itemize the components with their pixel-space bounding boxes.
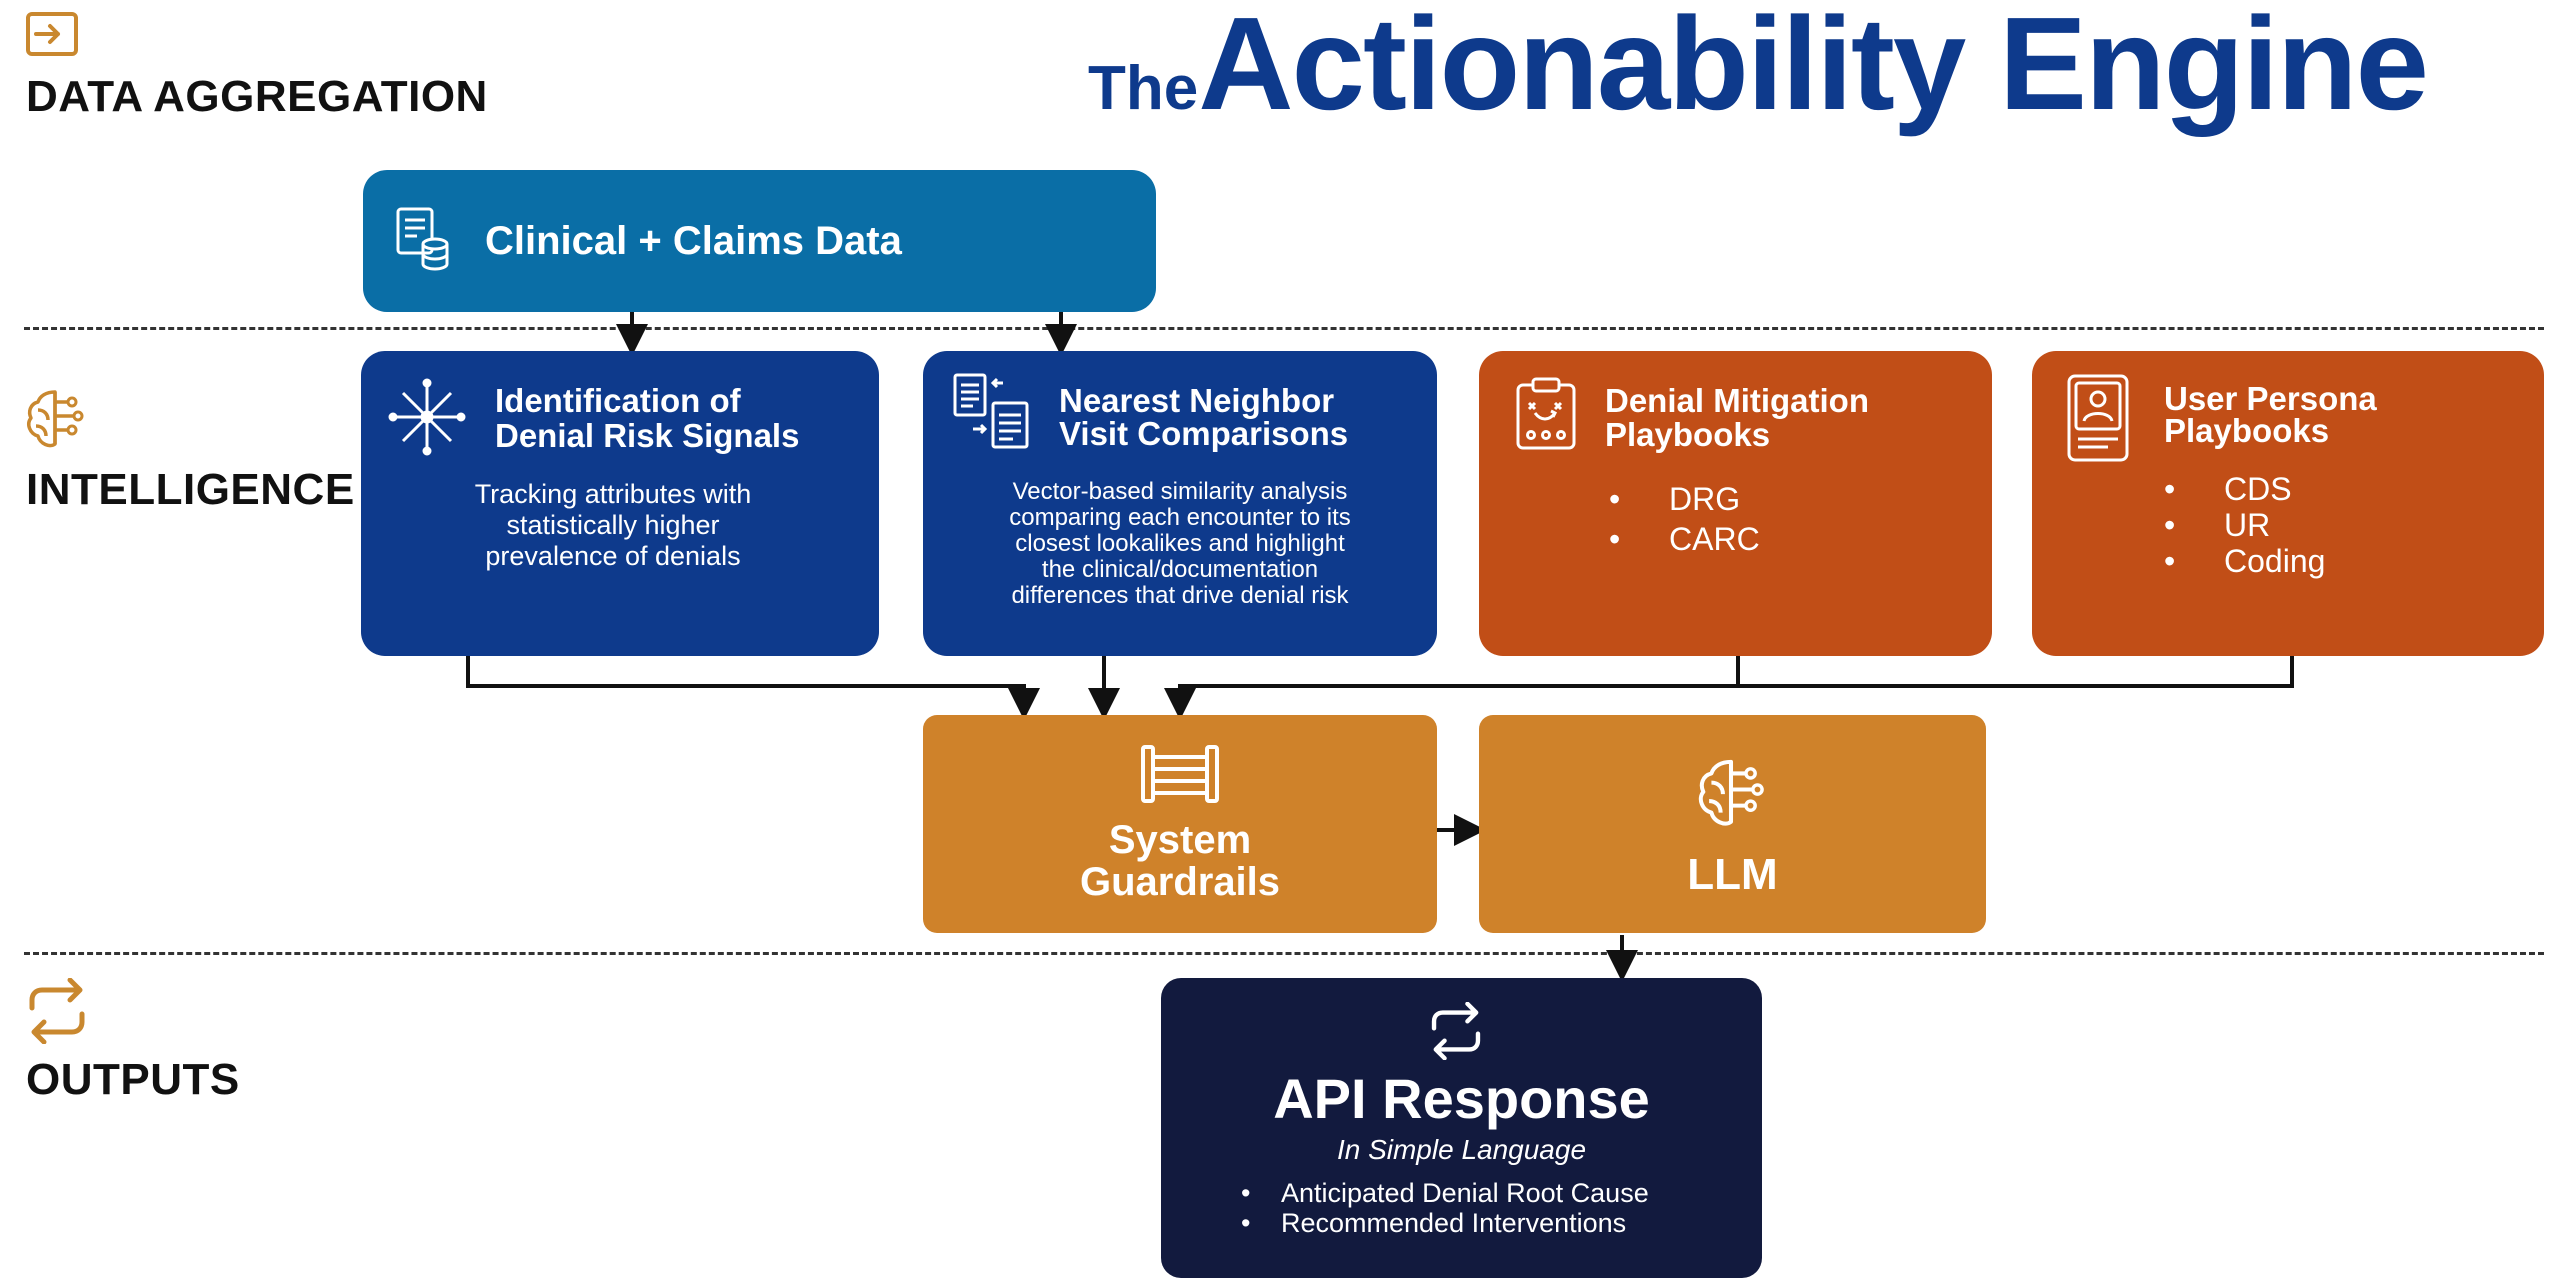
llm-box: LLM xyxy=(1479,715,1986,933)
refresh-arrows-icon xyxy=(1431,1002,1481,1060)
persona-box: User Persona Playbooks •CDS •UR •Coding xyxy=(2032,351,2544,656)
persona-title-2: Playbooks xyxy=(2164,412,2330,449)
persona-item: •UR xyxy=(2164,507,2271,543)
section-outputs: OUTPUTS xyxy=(26,1055,240,1104)
brain-circuit-icon xyxy=(1698,759,1764,826)
neighbor-title-2: Visit Comparisons xyxy=(1059,415,1349,452)
identification-title-2: Denial Risk Signals xyxy=(495,417,800,454)
neighbor-desc-5: differences that drive denial risk xyxy=(1011,582,1349,609)
mitigation-list: •DRG •CARC xyxy=(1609,479,1760,559)
sign-in-icon xyxy=(26,12,78,56)
mitigation-title-2: Playbooks xyxy=(1605,416,1771,453)
nearest-neighbor-box: Nearest Neighbor Visit Comparisons Vecto… xyxy=(923,351,1437,656)
mitigation-box: Denial Mitigation Playbooks •DRG •CARC xyxy=(1479,351,1992,656)
mitigation-item: •CARC xyxy=(1609,521,1760,557)
clinical-claims-box: Clinical + Claims Data xyxy=(363,170,1156,312)
api-item: •Anticipated Denial Root Cause xyxy=(1241,1178,1649,1208)
section-intelligence: INTELLIGENCE xyxy=(26,465,355,514)
section-data-aggregation: DATA AGGREGATION xyxy=(26,72,488,121)
title-main: Actionability Engine xyxy=(1198,0,2429,137)
signal-burst-icon xyxy=(388,378,466,456)
brain-circuit-icon xyxy=(27,390,84,448)
title-prefix: The xyxy=(1088,54,1199,123)
persona-item: •CDS xyxy=(2164,471,2292,507)
mitigation-title-1: Denial Mitigation xyxy=(1605,382,1869,419)
database-document-icon xyxy=(396,207,449,271)
guardrails-label: System Guardrails xyxy=(923,819,1437,903)
divider-top xyxy=(24,327,2544,330)
neighbor-desc-1: Vector-based similarity analysis xyxy=(1012,478,1348,505)
neighbor-desc-3: closest lookalikes and highlight xyxy=(1015,530,1345,557)
identification-desc-1: Tracking attributes with xyxy=(474,479,752,509)
compare-documents-icon xyxy=(953,373,1029,449)
guardrails-box: System Guardrails xyxy=(923,715,1437,933)
api-item: •Recommended Interventions xyxy=(1241,1208,1627,1238)
api-list: •Anticipated Denial Root Cause •Recommen… xyxy=(1241,1178,1649,1238)
api-response-box: API Response In Simple Language •Anticip… xyxy=(1161,978,1762,1278)
divider-bottom xyxy=(24,952,2544,955)
neighbor-desc-2: comparing each encounter to its xyxy=(1009,504,1351,531)
persona-title-1: User Persona xyxy=(2164,380,2377,417)
page-title: TheActionability Engine xyxy=(1088,0,2429,139)
neighbor-desc-4: the clinical/documentation xyxy=(1041,556,1319,583)
api-title: API Response xyxy=(1273,1067,1650,1130)
api-subtitle: In Simple Language xyxy=(1336,1134,1587,1165)
clipboard-playbook-icon xyxy=(1516,377,1576,450)
persona-item: •Coding xyxy=(2164,543,2326,579)
refresh-arrows-icon xyxy=(29,978,85,1044)
clinical-title: Clinical + Claims Data xyxy=(485,219,902,263)
mitigation-item: •DRG xyxy=(1609,481,1741,517)
identification-desc-2: statistically higher xyxy=(506,510,720,540)
identification-desc: Tracking attributes with statistically h… xyxy=(361,479,865,572)
user-profile-icon xyxy=(2067,374,2129,462)
identification-title-1: Identification of xyxy=(495,382,741,419)
persona-list: •CDS •UR •Coding xyxy=(2164,471,2325,579)
identification-desc-3: prevalence of denials xyxy=(485,541,741,571)
guardrails-line-1: System xyxy=(1108,818,1252,862)
identification-box: Identification of Denial Risk Signals Tr… xyxy=(361,351,879,656)
neighbor-title-1: Nearest Neighbor xyxy=(1059,382,1335,419)
neighbor-desc: Vector-based similarity analysis compari… xyxy=(923,479,1437,609)
guardrail-icon xyxy=(1141,745,1219,803)
llm-label: LLM xyxy=(1687,850,1778,899)
guardrails-line-2: Guardrails xyxy=(1079,860,1281,904)
